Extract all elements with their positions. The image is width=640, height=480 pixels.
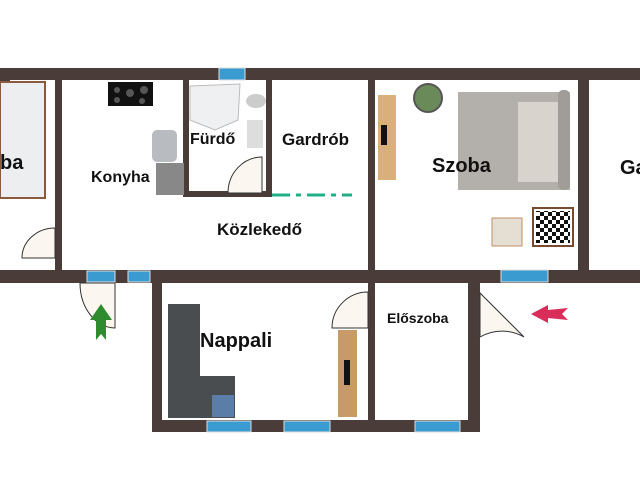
room-label-hallway: Közlekedő <box>217 220 303 239</box>
room-label-right: Ga <box>620 157 640 179</box>
door <box>479 291 525 338</box>
window <box>414 420 461 433</box>
wall-living-left <box>152 283 162 432</box>
toilet <box>246 94 266 108</box>
arrow-left-icon <box>531 305 568 323</box>
window <box>500 269 549 283</box>
room-label-bedroom: Szoba <box>432 155 491 177</box>
windows <box>86 67 549 433</box>
furniture <box>0 81 574 418</box>
window <box>127 270 151 283</box>
room-label-bathroom: Fürdő <box>190 131 236 148</box>
wall-bath-left <box>183 80 189 197</box>
room-label-entrance-hall: Előszoba <box>387 310 449 326</box>
wall-entrance-right <box>468 283 480 432</box>
cushion <box>212 395 234 417</box>
sofa <box>168 304 235 418</box>
doors <box>21 156 525 338</box>
room-label-left: ba <box>0 152 24 174</box>
door <box>331 291 369 329</box>
room-label-living-room: Nappali <box>200 330 273 352</box>
sink <box>152 130 177 162</box>
door <box>21 227 56 259</box>
wall-entrance-left <box>368 283 375 423</box>
room-label-wardrobe: Gardrób <box>282 130 350 149</box>
window <box>218 67 246 81</box>
counter <box>156 163 184 195</box>
wall-stub <box>0 78 10 82</box>
armchair <box>491 217 523 247</box>
wall-bath-right <box>266 80 272 197</box>
window <box>86 270 116 283</box>
plant <box>413 83 443 113</box>
window <box>283 420 331 433</box>
bathroom-sink <box>247 120 263 148</box>
door <box>227 156 263 194</box>
room-label-kitchen: Konyha <box>91 169 150 186</box>
wall-bath-bottom <box>183 191 272 197</box>
arrow-up-icon <box>90 304 112 340</box>
bed-left <box>0 81 46 199</box>
wall-kitchen-left <box>55 80 62 270</box>
window <box>206 420 252 433</box>
wall-top <box>0 68 640 80</box>
wall-middle <box>0 270 640 283</box>
wall-bedroom-right <box>578 80 589 270</box>
bathtub <box>189 83 241 131</box>
wall-bedroom-left <box>368 80 375 270</box>
